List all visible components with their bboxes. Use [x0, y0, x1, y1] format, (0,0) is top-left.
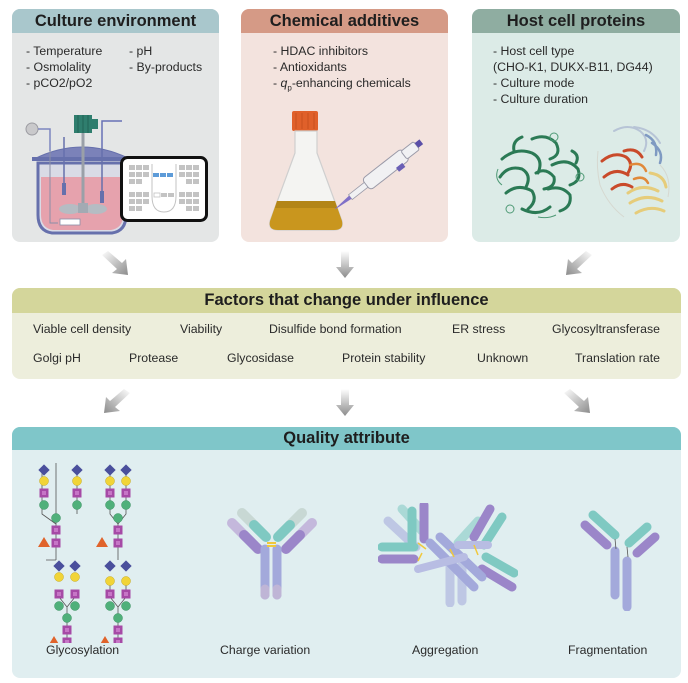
quality-label-glycosylation: Glycosylation: [46, 643, 120, 657]
pipette-icon: [333, 139, 424, 209]
culture-environment-title: Culture environment: [12, 9, 219, 33]
factor-item: Golgi pH: [33, 351, 81, 365]
factor-item: Viability: [180, 322, 223, 336]
quality-attribute-panel: Quality attribute: [12, 427, 681, 678]
protein-structure-multicolor-icon: [596, 126, 670, 218]
culture-factor: - pCO2/pO2: [26, 76, 93, 90]
quality-label-aggregation: Aggregation: [412, 643, 479, 657]
chemical-additives-panel: Chemical additives - HDAC inhibitors - A…: [241, 9, 448, 242]
flask-icon: [269, 111, 343, 231]
monitor-display-icon: [120, 156, 208, 222]
chemical-additive: - HDAC inhibitors: [273, 44, 368, 58]
culture-environment-panel: Culture environment - Temperature - Osmo…: [12, 9, 219, 242]
bioreactor-icon: [25, 115, 132, 235]
glycan-structures-icon: [38, 463, 132, 643]
culture-factor: - pH: [129, 44, 153, 58]
factor-item: Viable cell density: [33, 322, 132, 336]
quality-label-fragmentation: Fragmentation: [568, 643, 648, 657]
chemical-additive-list: - HDAC inhibitors - Antioxidants - qp-en…: [273, 43, 411, 96]
factor-item: Glycosyltransferase: [552, 322, 660, 336]
host-cell-proteins-panel: Host cell proteins - Host cell type (CHO…: [472, 9, 680, 242]
culture-factor: - Temperature: [26, 44, 103, 58]
factors-panel: Factors that change under influence Viab…: [12, 288, 681, 379]
arrow-down-left-icon: [104, 389, 130, 413]
host-cell-factor: - Culture duration: [493, 92, 589, 106]
arrow-down-right-icon: [102, 251, 128, 275]
culture-factor-list-1: - Temperature - Osmolality - pCO2/pO2: [26, 43, 102, 91]
host-cell-proteins-title: Host cell proteins: [472, 9, 680, 33]
factor-item: Protein stability: [342, 351, 426, 365]
arrow-down-left-icon: [566, 251, 592, 275]
factor-item: Unknown: [477, 351, 529, 365]
host-cell-factor-list: - Host cell type (CHO-K1, DUKX-B11, DG44…: [493, 43, 653, 107]
antibody-aggregate-icon: [378, 503, 518, 607]
chemical-additives-title: Chemical additives: [241, 9, 448, 33]
factor-item: ER stress: [452, 322, 506, 336]
glycan-4: [48, 560, 81, 643]
factors-title: Factors that change under influence: [12, 288, 681, 313]
glycan-1: [38, 464, 61, 548]
chemical-additive: - Antioxidants: [273, 60, 347, 74]
quality-attribute-title: Quality attribute: [12, 427, 681, 450]
culture-factor: - By-products: [129, 60, 203, 74]
arrow-down-icon: [336, 251, 354, 278]
glycan-3: [96, 464, 132, 548]
factor-item: Translation rate: [575, 351, 660, 365]
antibody-charge-variant-icon: [227, 508, 317, 600]
factor-item: Glycosidase: [227, 351, 294, 365]
factor-item: Disulfide bond formation: [269, 322, 402, 336]
culture-factor-list-2: - pH - By-products: [129, 43, 202, 75]
protein-structure-green-icon: [496, 132, 585, 219]
culture-factor: - Osmolality: [26, 60, 91, 74]
arrow-down-icon: [336, 389, 354, 416]
factor-item: Protease: [129, 351, 179, 365]
qp-symbol: q: [280, 76, 288, 90]
host-cell-factor: - Culture mode: [493, 76, 575, 90]
chemical-additive: - qp-enhancing chemicals: [273, 76, 411, 93]
glycan-5: [99, 560, 132, 643]
quality-label-charge-variation: Charge variation: [220, 643, 311, 657]
antibody-fragment-icon: [580, 510, 660, 611]
host-cell-factor: (CHO-K1, DUKX-B11, DG44): [493, 60, 653, 74]
host-cell-factor: - Host cell type: [493, 44, 575, 58]
arrow-down-right-icon: [564, 389, 590, 413]
